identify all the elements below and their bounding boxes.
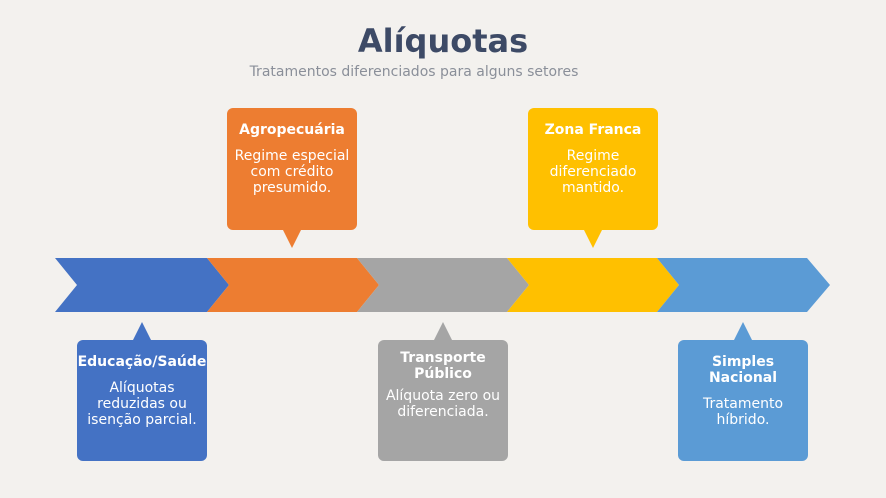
card-simples: Simples Nacional Tratamento híbrido. (678, 340, 808, 461)
chevron-agropecuaria (207, 258, 379, 312)
pointer-agropecuaria (283, 230, 301, 248)
card-label: Transporte Público (400, 350, 486, 382)
card-label: Agropecuária (239, 122, 345, 138)
card-text: Regime diferenciado mantido. (549, 148, 637, 196)
card-label: Simples Nacional (708, 354, 778, 386)
card-zona-franca: Zona Franca Regime diferenciado mantido. (528, 108, 658, 230)
chevron-zona-franca (507, 258, 679, 312)
page-title: Alíquotas (357, 22, 529, 60)
pointer-transporte (434, 322, 452, 340)
card-transporte: Transporte Público Alíquota zero ou dife… (378, 340, 508, 461)
card-text: Tratamento híbrido. (702, 396, 784, 428)
pointer-educacao (133, 322, 151, 340)
card-text: Regime especial com crédito presumido. (234, 148, 350, 196)
pointer-zona-franca (584, 230, 602, 248)
card-educacao: Educação/Saúde Alíquotas reduzidas ou is… (77, 340, 207, 461)
chevron-educacao (55, 258, 229, 312)
page-subtitle: Tratamentos diferenciados para alguns se… (249, 64, 579, 80)
card-text: Alíquota zero ou diferenciada. (385, 388, 501, 420)
card-label: Zona Franca (544, 122, 642, 138)
pointer-simples (734, 322, 752, 340)
chevron-transporte (357, 258, 529, 312)
card-label: Educação/Saúde (77, 354, 207, 370)
chevron-simples (657, 258, 830, 312)
card-agropecuaria: Agropecuária Regime especial com crédito… (227, 108, 357, 230)
card-text: Alíquotas reduzidas ou isenção parcial. (87, 380, 197, 428)
